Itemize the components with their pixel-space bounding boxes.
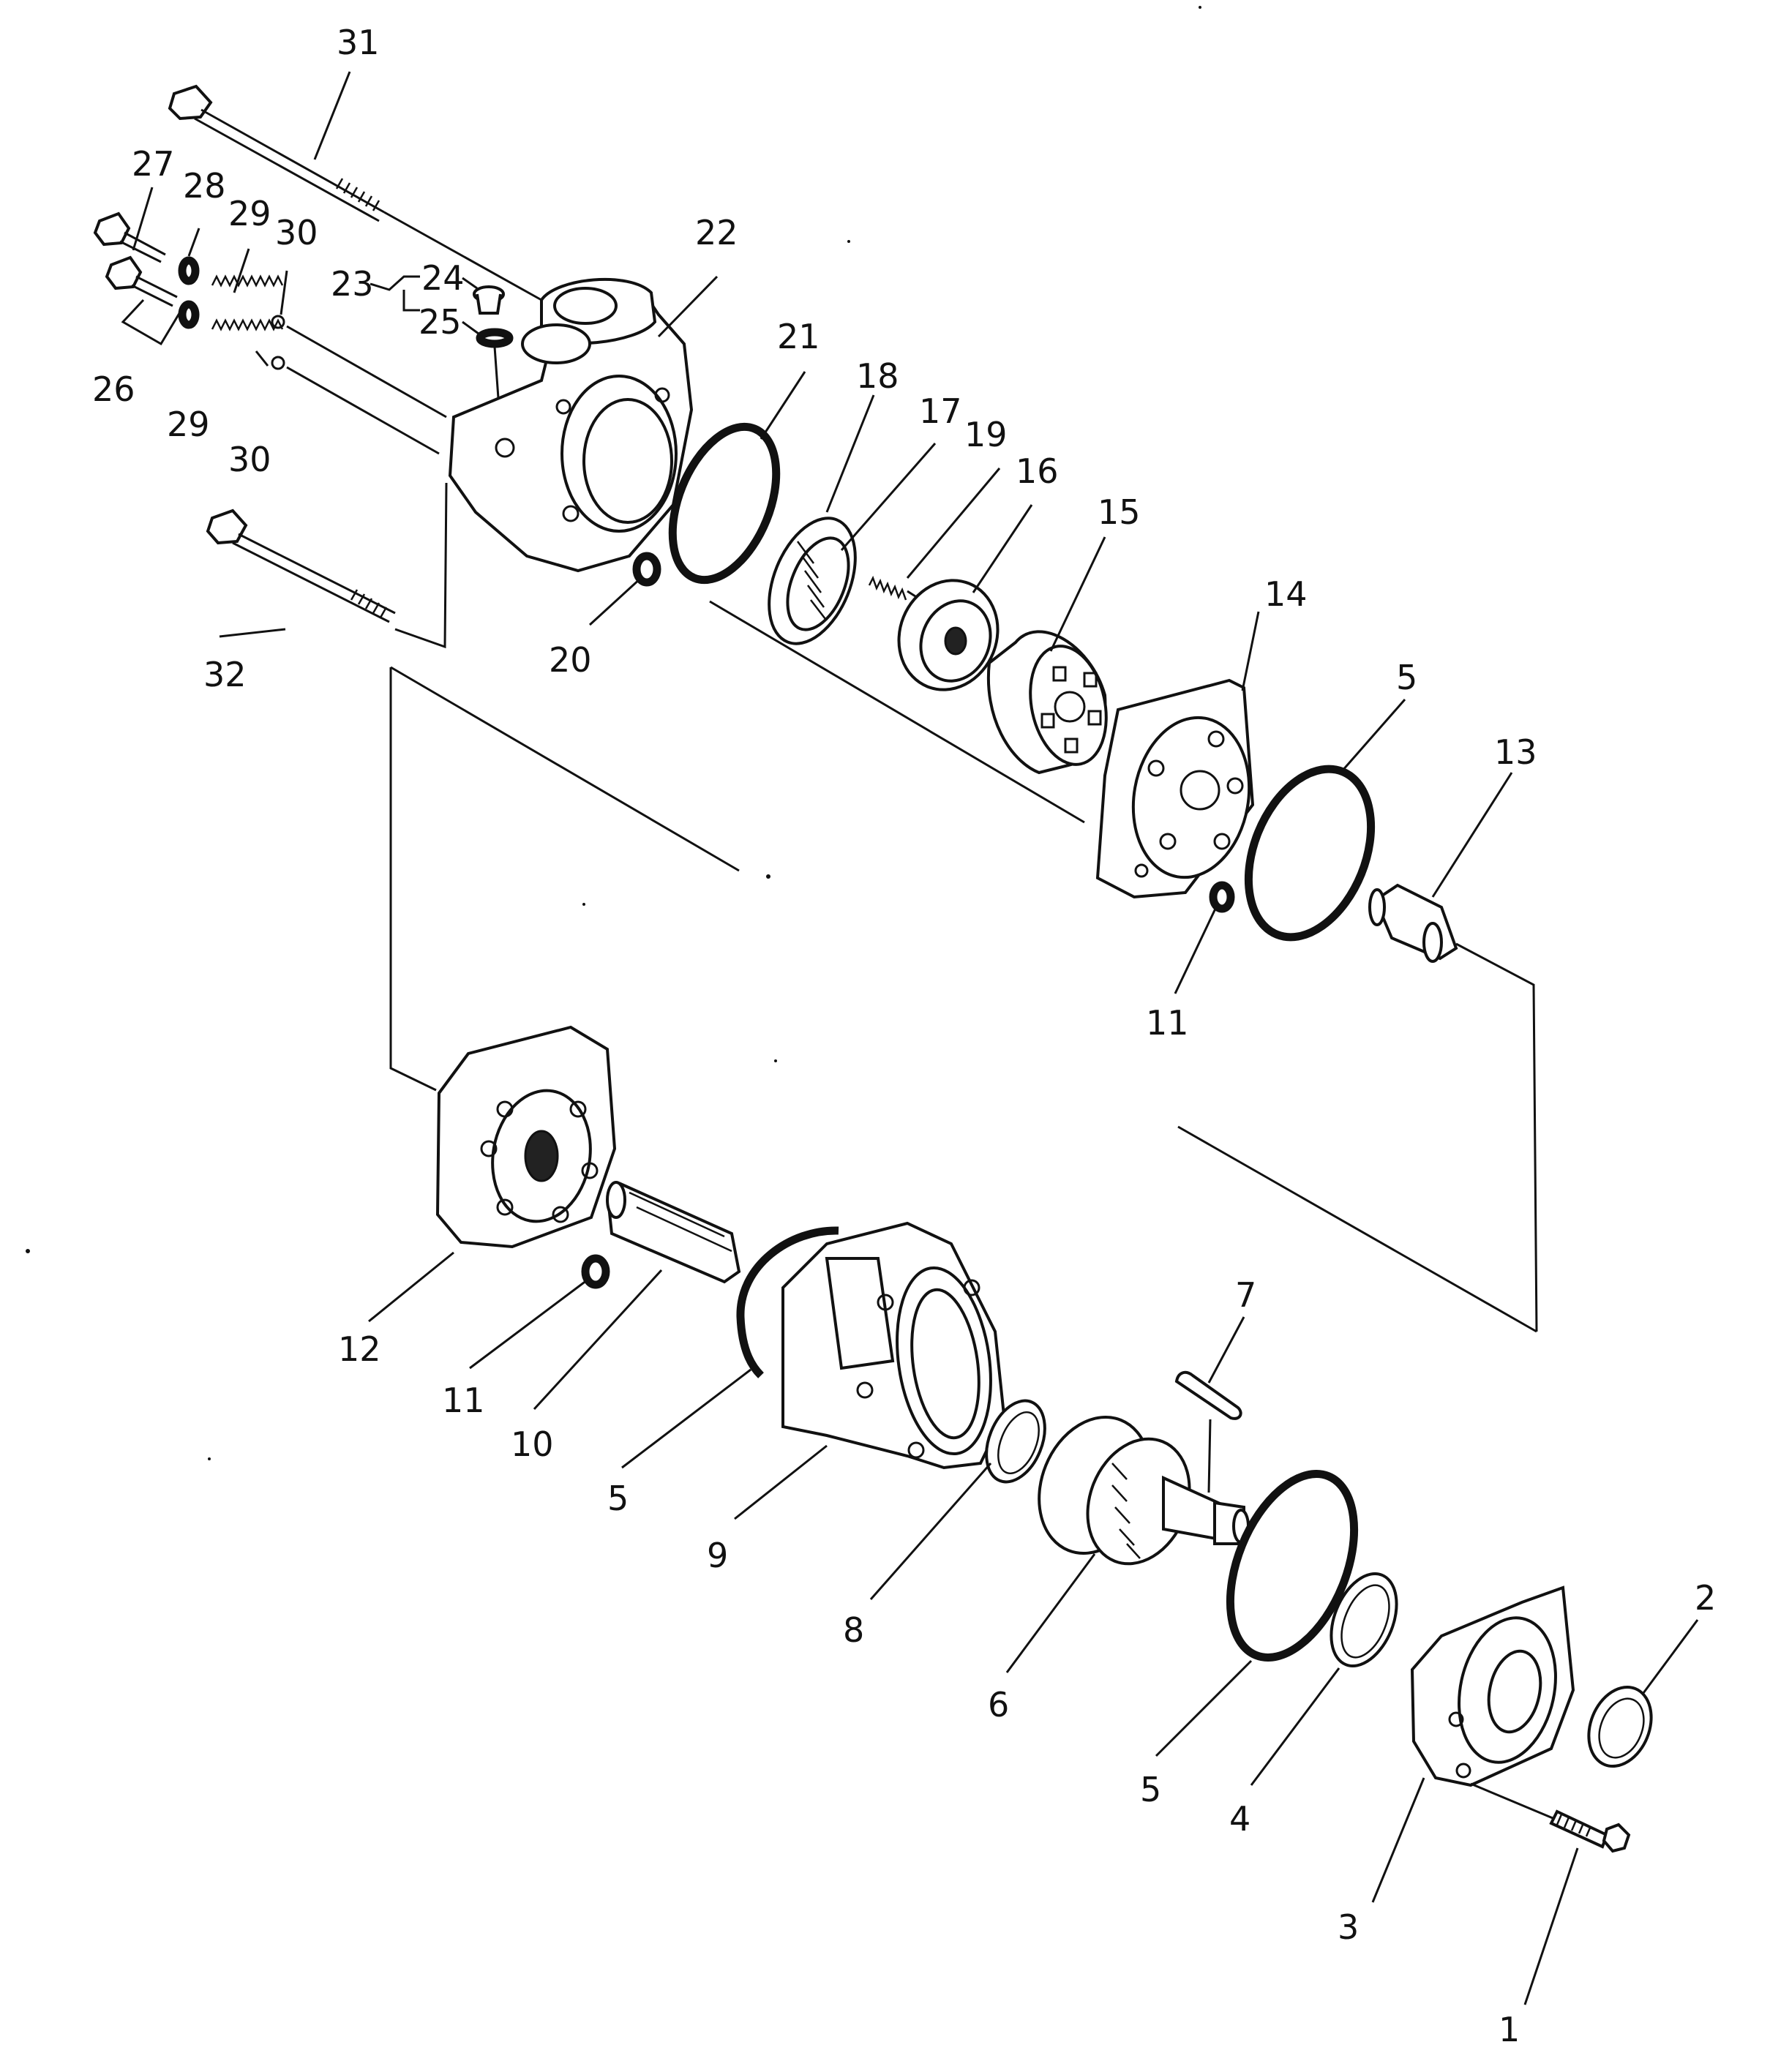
callout-13: 13	[1494, 732, 1537, 772]
callout-9: 9	[707, 1536, 728, 1575]
part-27-cap	[93, 211, 166, 263]
callout-12: 12	[338, 1329, 381, 1369]
part-4-washer	[1330, 1572, 1398, 1668]
part-12-plate	[435, 1025, 617, 1249]
callout-4: 4	[1229, 1799, 1250, 1839]
callout-11-a: 11	[1146, 1003, 1189, 1043]
callout-8: 8	[843, 1610, 864, 1650]
part-29-spring-b	[211, 318, 284, 331]
part-13-coupling	[1368, 883, 1458, 963]
callout-27: 27	[132, 144, 175, 184]
callout-30-b: 30	[228, 440, 271, 479]
callout-5-b: 5	[607, 1479, 629, 1518]
part-8-ring	[985, 1399, 1046, 1484]
part-26-cap	[105, 255, 184, 346]
callout-26: 26	[92, 369, 135, 409]
callout-29-a: 29	[228, 194, 271, 233]
part-31-bolt	[168, 84, 542, 301]
callout-labels: 31 27 28 29 30 23 24 25 22 26 29 30 21 1…	[92, 23, 1716, 2049]
callout-17: 17	[919, 391, 962, 431]
part-2-seal	[1587, 1685, 1653, 1768]
callout-2: 2	[1695, 1578, 1716, 1618]
callout-20: 20	[549, 640, 592, 680]
leader-lines	[132, 71, 1699, 2005]
callout-15: 15	[1098, 492, 1141, 532]
callout-24: 24	[421, 258, 465, 298]
callout-28: 28	[183, 166, 226, 206]
callout-25: 25	[419, 302, 462, 342]
part-11-oring	[1209, 881, 1235, 913]
part-30-ball-b	[271, 356, 285, 370]
part-5-oring-mid	[736, 1226, 839, 1378]
part-11-oring-b	[581, 1254, 610, 1289]
callout-5-a: 5	[1396, 658, 1417, 697]
part-29-spring	[211, 274, 284, 288]
callout-3: 3	[1338, 1907, 1359, 1947]
part-1-bolt	[1470, 1782, 1631, 1853]
part-9-housing	[781, 1221, 1006, 1470]
part-28-oring-b	[178, 300, 200, 329]
part-6-shaft-assembly	[1038, 1415, 1250, 1566]
part-18-bearing	[768, 517, 857, 645]
part-21-oring	[668, 422, 781, 585]
callout-32: 32	[203, 655, 247, 694]
part-25-oring	[476, 328, 514, 348]
part-22-housing	[448, 277, 694, 573]
part-15-cylinder-block	[986, 630, 1108, 775]
callout-23: 23	[331, 264, 374, 304]
callout-16: 16	[1016, 451, 1059, 491]
callout-7: 7	[1235, 1275, 1256, 1315]
callout-6: 6	[988, 1685, 1009, 1724]
callout-29-b: 29	[167, 405, 210, 444]
callout-21: 21	[777, 317, 820, 356]
part-28-oring	[178, 256, 200, 285]
part-3-end-cover	[1410, 1585, 1575, 1787]
part-24-plug	[473, 285, 505, 315]
callout-31: 31	[337, 23, 380, 62]
callout-18: 18	[856, 356, 899, 396]
callout-10: 10	[511, 1424, 554, 1464]
part-19-spring	[868, 575, 907, 601]
part-20-oring	[632, 552, 661, 587]
part-14-plate	[1095, 678, 1255, 899]
callout-11-b: 11	[442, 1381, 485, 1420]
part-30-ball	[271, 315, 285, 329]
scan-specks	[26, 6, 1201, 1460]
callout-5-c: 5	[1140, 1770, 1161, 1809]
part-32-bolt	[206, 508, 396, 623]
callout-14: 14	[1264, 574, 1308, 614]
callout-19: 19	[964, 415, 1008, 454]
part-7-key	[1174, 1370, 1242, 1420]
part-16-plate	[897, 579, 1000, 691]
part-5-oring-lower	[1226, 1470, 1359, 1662]
part-10-shaft	[606, 1181, 741, 1284]
callout-1: 1	[1499, 2010, 1520, 2049]
callout-22: 22	[695, 213, 738, 252]
callout-30-a: 30	[275, 213, 318, 252]
